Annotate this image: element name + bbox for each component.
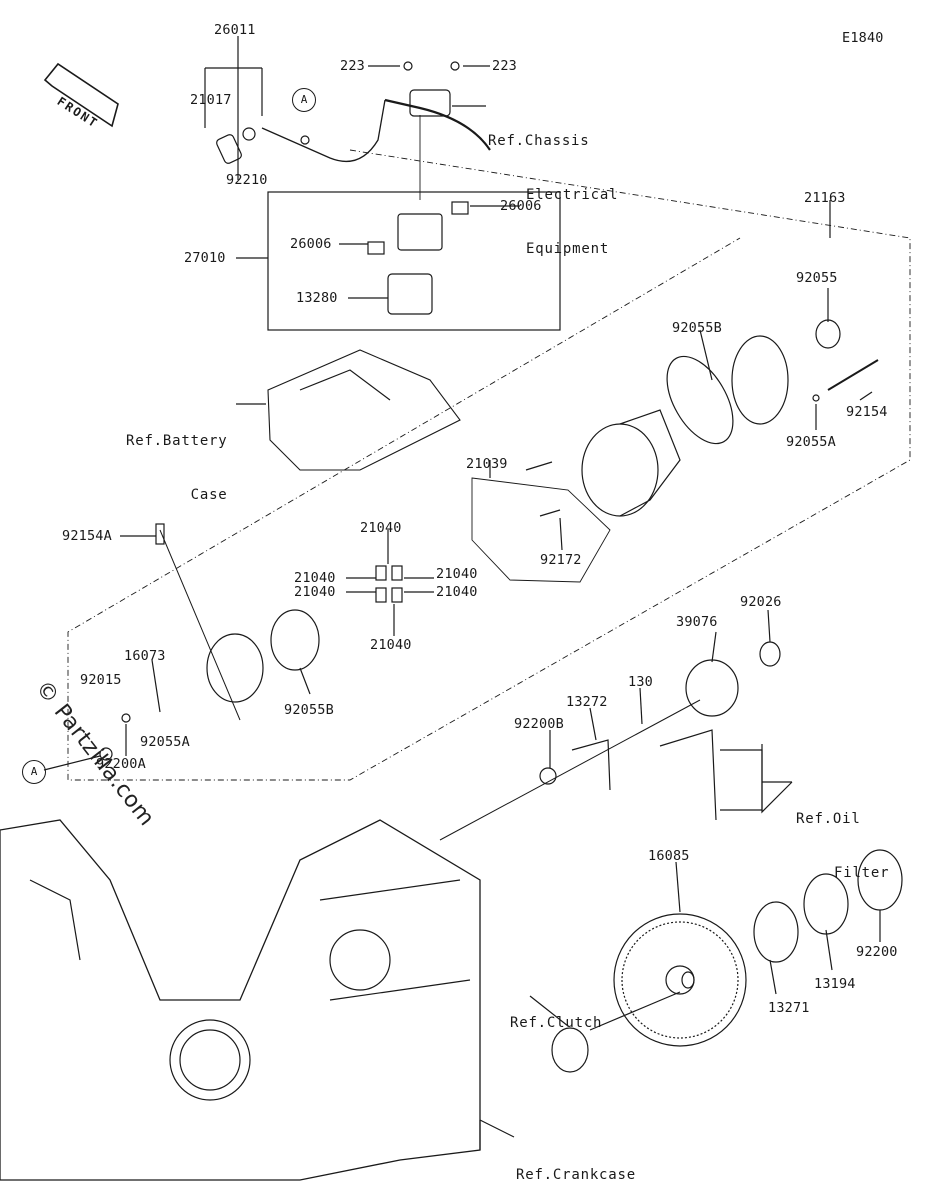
part-label-21017: 21017 (190, 92, 232, 108)
ref-chassis-line-2: Electrical (526, 187, 619, 203)
relay-group-box (267, 191, 561, 331)
ref-clutch-line-1: Ref.Clutch (510, 1015, 603, 1031)
ref-battery-line-1: Ref.Battery (126, 433, 228, 449)
ref-clutch: Ref.Clutch (510, 978, 602, 1068)
part-label-21039: 21039 (466, 456, 508, 472)
part-label-26006-right: 26006 (500, 198, 542, 214)
diagram-code: E1840 (842, 30, 884, 46)
part-label-92055b-top: 92055B (672, 320, 722, 336)
ref-crankcase: Ref.Crankcase (516, 1130, 636, 1200)
part-label-39076: 39076 (676, 614, 718, 630)
part-label-21163: 21163 (804, 190, 846, 206)
part-label-21040-left-1: 21040 (294, 570, 336, 586)
part-label-92055a-bottom: 92055A (140, 734, 190, 750)
ref-oil-line-1: Ref.Oil (796, 811, 861, 827)
part-label-92200: 92200 (856, 944, 898, 960)
part-label-21040-top: 21040 (360, 520, 402, 536)
part-label-21040-bottom: 21040 (370, 637, 412, 653)
part-label-92200a: 92200A (96, 756, 146, 772)
part-label-13194: 13194 (814, 976, 856, 992)
marker-a-top: A (292, 88, 316, 112)
marker-a-bottom: A (22, 760, 46, 784)
part-label-92154: 92154 (846, 404, 888, 420)
part-label-27010: 27010 (184, 250, 226, 266)
part-label-92055a-top: 92055A (786, 434, 836, 450)
ref-chassis-line-3: Equipment (526, 241, 610, 257)
part-label-92210: 92210 (226, 172, 268, 188)
front-arrow-icon (43, 62, 119, 128)
part-label-13272: 13272 (566, 694, 608, 710)
part-label-21040-left-2: 21040 (294, 584, 336, 600)
part-label-26011: 26011 (214, 22, 256, 38)
part-label-92200b: 92200B (514, 716, 564, 732)
part-label-13280: 13280 (296, 290, 338, 306)
part-label-92055: 92055 (796, 270, 838, 286)
ref-oil-line-2: Filter (834, 865, 890, 881)
part-label-223-right: 223 (492, 58, 517, 74)
part-label-92172: 92172 (540, 552, 582, 568)
part-label-223-left: 223 (340, 58, 365, 74)
part-label-26006-left: 26006 (290, 236, 332, 252)
part-label-13271: 13271 (768, 1000, 810, 1016)
part-label-21040-right-1: 21040 (436, 566, 478, 582)
part-label-21040-right-2: 21040 (436, 584, 478, 600)
ref-chassis-line-1: Ref.Chassis (488, 133, 590, 149)
part-label-16085: 16085 (648, 848, 690, 864)
part-label-16073: 16073 (124, 648, 166, 664)
ref-crankcase-line-1: Ref.Crankcase (516, 1167, 636, 1183)
part-label-92055b-bottom: 92055B (284, 702, 334, 718)
part-label-130: 130 (628, 674, 653, 690)
ref-battery-line-2: Case (190, 487, 228, 503)
part-label-92154a: 92154A (62, 528, 112, 544)
ref-chassis-electrical: Ref.Chassis Electrical Equipment (488, 96, 618, 294)
part-label-92015: 92015 (80, 672, 122, 688)
ref-battery-case: Ref.Battery Case (126, 396, 228, 540)
ref-oil-filter: Ref.Oil Filter (796, 774, 889, 918)
starter-gear (613, 913, 747, 1047)
part-label-92026: 92026 (740, 594, 782, 610)
